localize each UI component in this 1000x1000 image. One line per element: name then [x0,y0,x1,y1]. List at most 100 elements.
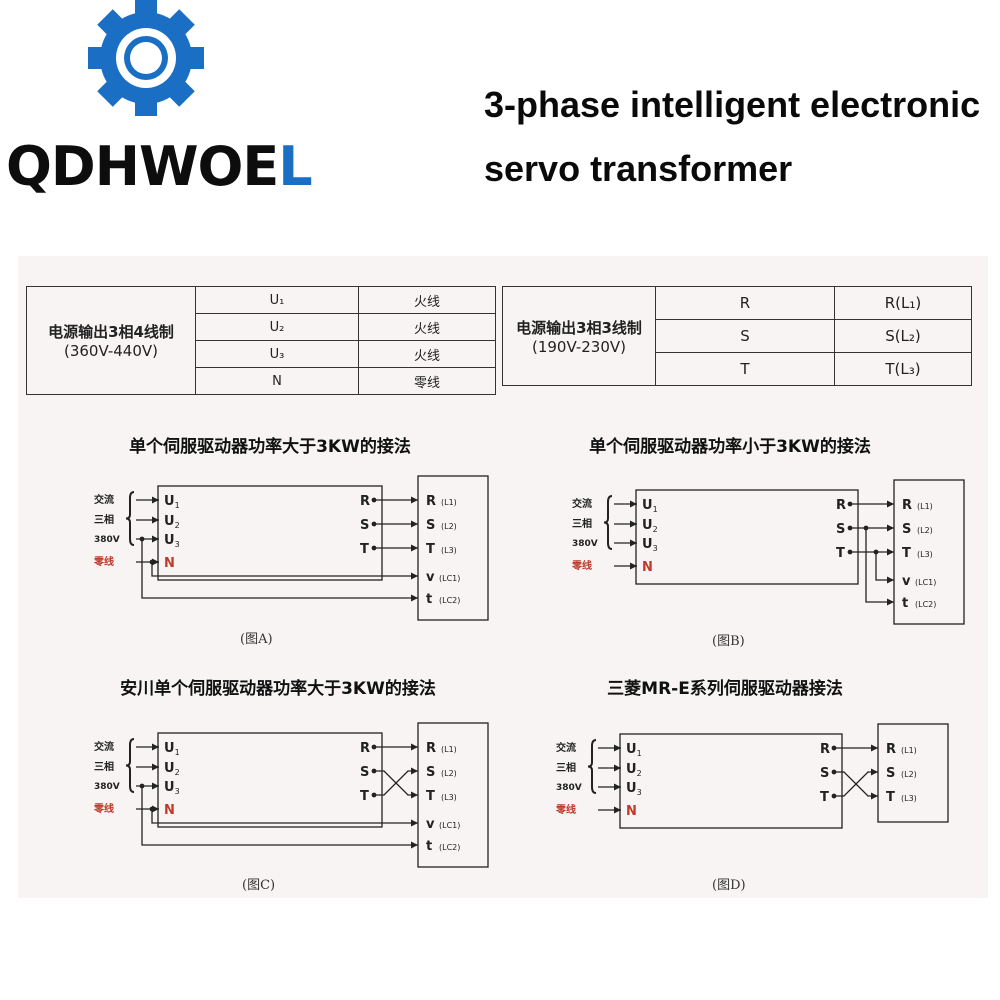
table-3wire-desc-line2: (190V-230V) [531,337,627,356]
arrow-head [630,500,637,508]
wire [151,809,418,824]
arrow-head [411,544,418,552]
output-terminal-sub: (L3) [901,794,917,803]
gear-tooth [97,9,127,39]
terminal-r: R [360,494,370,509]
terminal-u3: U3 [626,781,642,797]
terminal-t-low-sub: (LC2) [439,596,460,605]
label-voltage: 380V [94,782,120,792]
terminal-s: S [360,518,369,533]
terminal-t: T [820,790,829,805]
terminal-t-low: t [902,596,908,611]
output-terminal-sub: (L3) [441,793,457,802]
terminal-t-low: t [426,839,432,854]
arrow-head [152,516,159,524]
wire [151,562,418,577]
terminal-v-sub: (LC1) [915,578,936,587]
output-terminal-sub: (L1) [917,502,933,511]
label-cell: 火线 [358,286,496,314]
arrow-head [411,819,418,827]
servo-driver-box [619,733,843,829]
arrow-head [411,594,418,602]
label-voltage: 380V [94,535,120,545]
terminal-u1: U1 [626,742,642,758]
junction-dot [139,536,145,542]
output-terminal-sub: (L1) [901,746,917,755]
junction-dot [847,549,853,555]
terminal-t: T [836,546,845,561]
table-row: 电源输出3相3线制 (190V-230V) R R(L₁) [502,286,972,386]
terminal-v: v [902,574,911,589]
terminal-n: N [626,804,637,819]
output-terminal-sub: (L3) [917,550,933,559]
brace [125,491,135,546]
junction-dot [371,497,377,503]
junction-dot [847,501,853,507]
table-row: T T(L₃) [503,352,972,386]
output-terminal: R [886,742,896,757]
arrow-head [871,768,878,776]
label-ac: 交流 [94,740,114,753]
terminal-v-sub: (LC1) [439,821,460,830]
wire [141,539,418,599]
arrow-head [411,572,418,580]
label-ac: 交流 [94,493,114,506]
table-3wire: 电源输出3相3线制 (190V-230V) R R(L₁) S S(L₂) T … [502,286,972,386]
terminal-cell: N [195,367,359,395]
label-cell: T(L₃) [834,352,972,386]
terminal-u2: U2 [626,762,642,778]
headline-line2: servo transformer [484,148,793,189]
wire [141,786,418,846]
output-terminal: T [886,790,895,805]
output-terminal: S [426,765,435,780]
junction-dot [371,792,377,798]
terminal-cell: S [655,319,835,353]
servo-driver-box [157,732,383,828]
logo: QDHWOEL [0,0,313,200]
output-terminal-sub: (L2) [917,526,933,535]
table-4wire-desc-line2: (360V-440V) [63,342,159,360]
terminal-cell: U₂ [195,313,359,341]
diagram-c-caption: (图C) [242,878,276,893]
label-neutral: 零线 [571,559,592,572]
wire [875,552,894,581]
terminal-s: S [360,765,369,780]
arrow-head [152,558,159,566]
terminal-u3: U3 [642,537,658,553]
table-3wire-desc: 电源输出3相3线制 (190V-230V) [502,286,656,386]
servo-driver-box [157,485,383,581]
diagram-d-title: 三菱MR-E系列伺服驱动器接法 [607,679,843,699]
arrow-head [887,548,894,556]
terminal-u1: U1 [164,741,180,757]
brace [587,739,597,794]
junction-dot [371,768,377,774]
label-voltage: 380V [556,783,582,793]
brand-part2: WOE [138,135,279,198]
label-three-phase: 三相 [556,761,576,774]
brace [603,495,613,550]
output-terminal: R [426,494,436,509]
headline-line1: 3-phase intelligent electronic [484,84,981,125]
label-ac: 交流 [572,497,592,510]
arrow-head [152,496,159,504]
arrow-head [871,792,878,800]
output-terminal-sub: (L2) [901,770,917,779]
brand-part1: QDH [6,135,140,198]
terminal-n: N [164,556,175,571]
terminal-u3: U3 [164,780,180,796]
arrow-head [887,576,894,584]
arrow-head [614,783,621,791]
terminal-s: S [820,766,829,781]
terminal-r: R [836,498,846,513]
output-terminal-sub: (L2) [441,522,457,531]
terminal-cell: U₃ [195,340,359,368]
junction-dot [149,559,155,565]
arrow-head [152,535,159,543]
junction-dot [149,806,155,812]
arrow-head [887,598,894,606]
transformer-box [877,723,949,823]
gear-tooth [135,0,157,20]
gear-tooth [88,47,108,69]
gear-icon [88,0,204,116]
arrow-head [411,496,418,504]
